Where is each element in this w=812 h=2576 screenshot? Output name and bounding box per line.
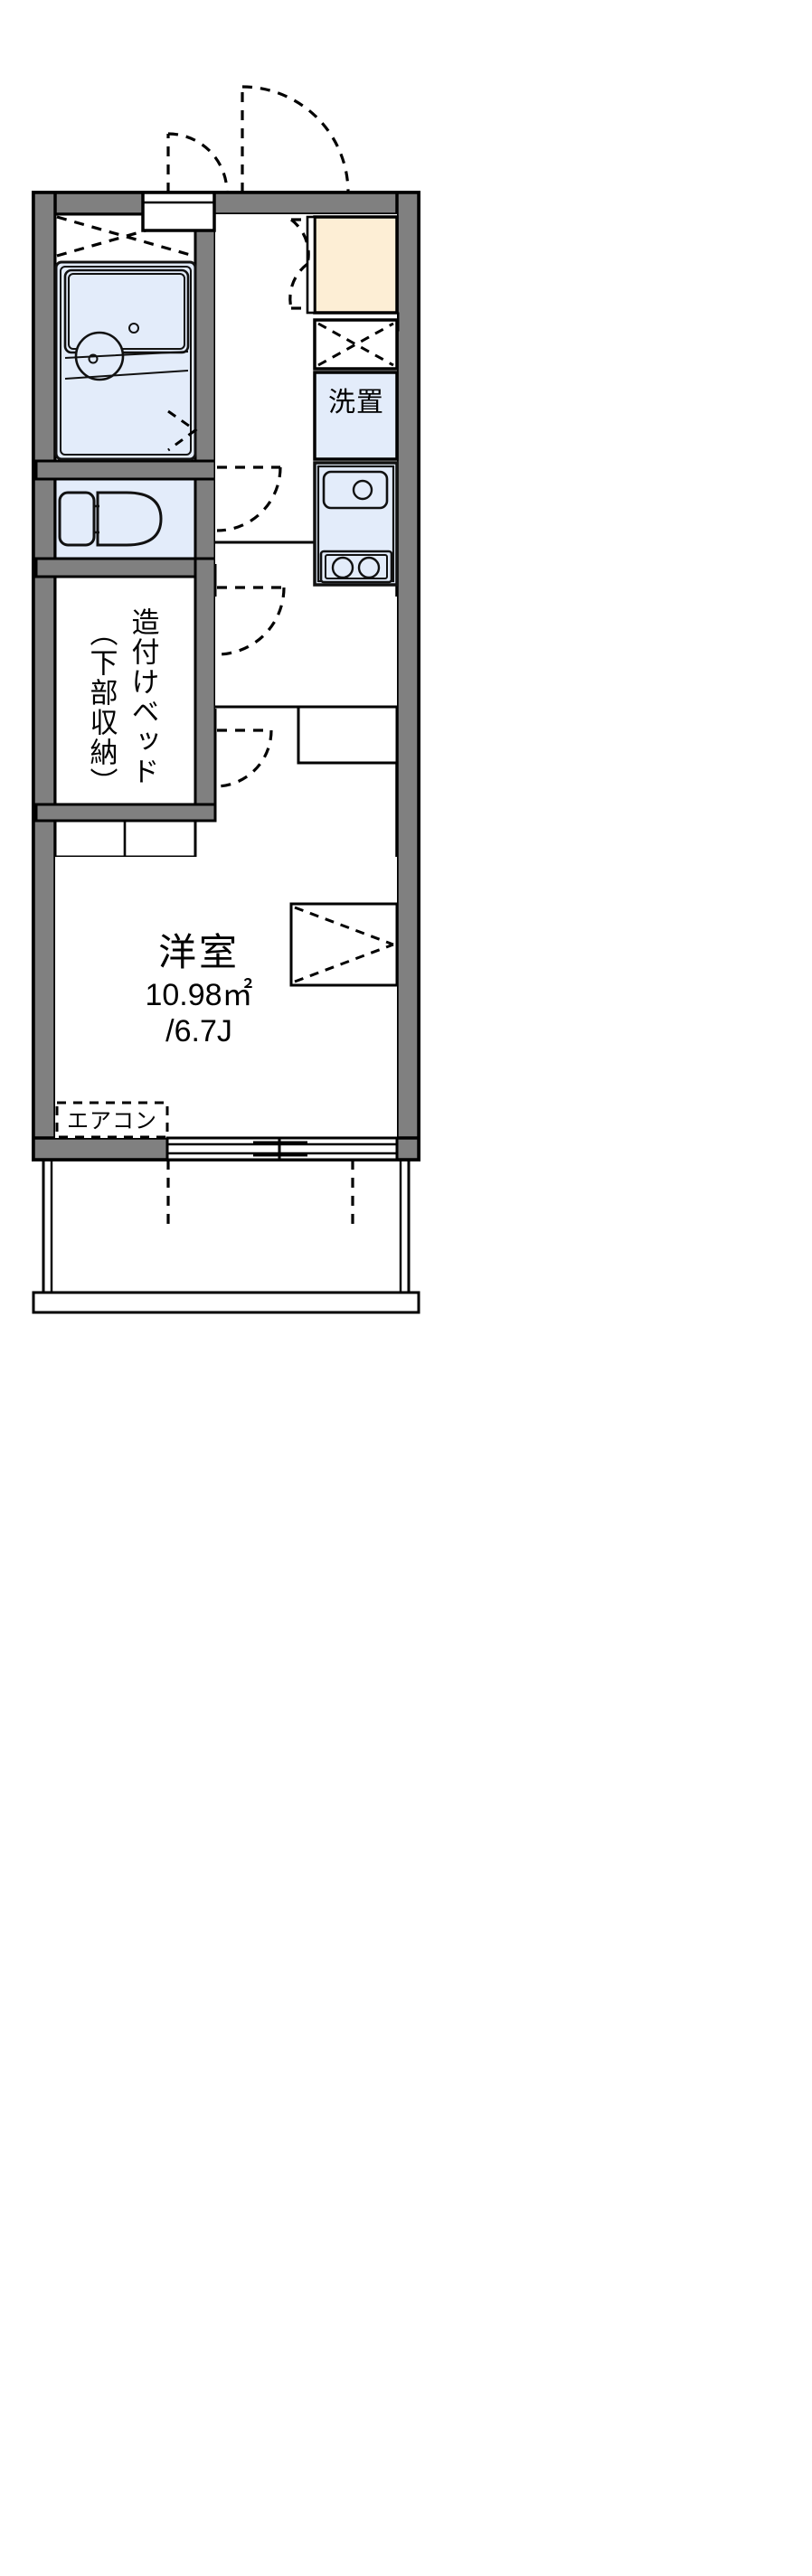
room-jo-label: /6.7J (165, 1014, 232, 1048)
room-door-swing (216, 586, 286, 656)
door-leaves (253, 1138, 307, 1160)
balcony (32, 1160, 420, 1314)
toilet-icon (58, 491, 163, 547)
built-in-bed-label-group: 造付けベッド （下部収納） (86, 607, 159, 797)
washer-space: 洗置 (313, 371, 399, 461)
main-room (55, 857, 399, 1138)
door-swings (166, 85, 354, 1229)
air-conditioner: エアコン (55, 1101, 169, 1139)
kitchen-sink-icon (322, 470, 389, 510)
built-in-bed-label: 造付けベッド (127, 607, 159, 786)
lower-storage-label: （下部収納） (86, 618, 118, 797)
upper-left-door-swing (166, 132, 229, 193)
bathroom (53, 212, 198, 463)
bed-lower-cabinet (53, 819, 197, 859)
air-conditioner-label: エアコン (67, 1109, 157, 1133)
entrance-door-swing (241, 85, 350, 193)
room-closet-door-swing (216, 729, 273, 788)
built-in-bed-area (53, 575, 197, 859)
main-room-label-group: 洋室 10.98㎡ /6.7J (145, 931, 252, 1048)
balcony-divider-dash (166, 1160, 354, 1229)
kitchen-counter (313, 461, 399, 587)
shoe-box[interactable] (313, 318, 399, 371)
gas-stove-icon (319, 550, 393, 584)
entrance-closet[interactable] (306, 215, 399, 315)
toilet-room (53, 477, 197, 560)
room-storage-box[interactable] (289, 902, 399, 987)
bath-detail-dash (167, 409, 198, 452)
room-name-label: 洋室 (158, 931, 240, 973)
room-closet[interactable] (215, 597, 399, 765)
room-area-label: 10.98㎡ (145, 978, 252, 1012)
folding-closet-door (288, 218, 310, 310)
entrance-door[interactable] (141, 191, 216, 232)
laundry-label: 洗置 (328, 388, 384, 418)
